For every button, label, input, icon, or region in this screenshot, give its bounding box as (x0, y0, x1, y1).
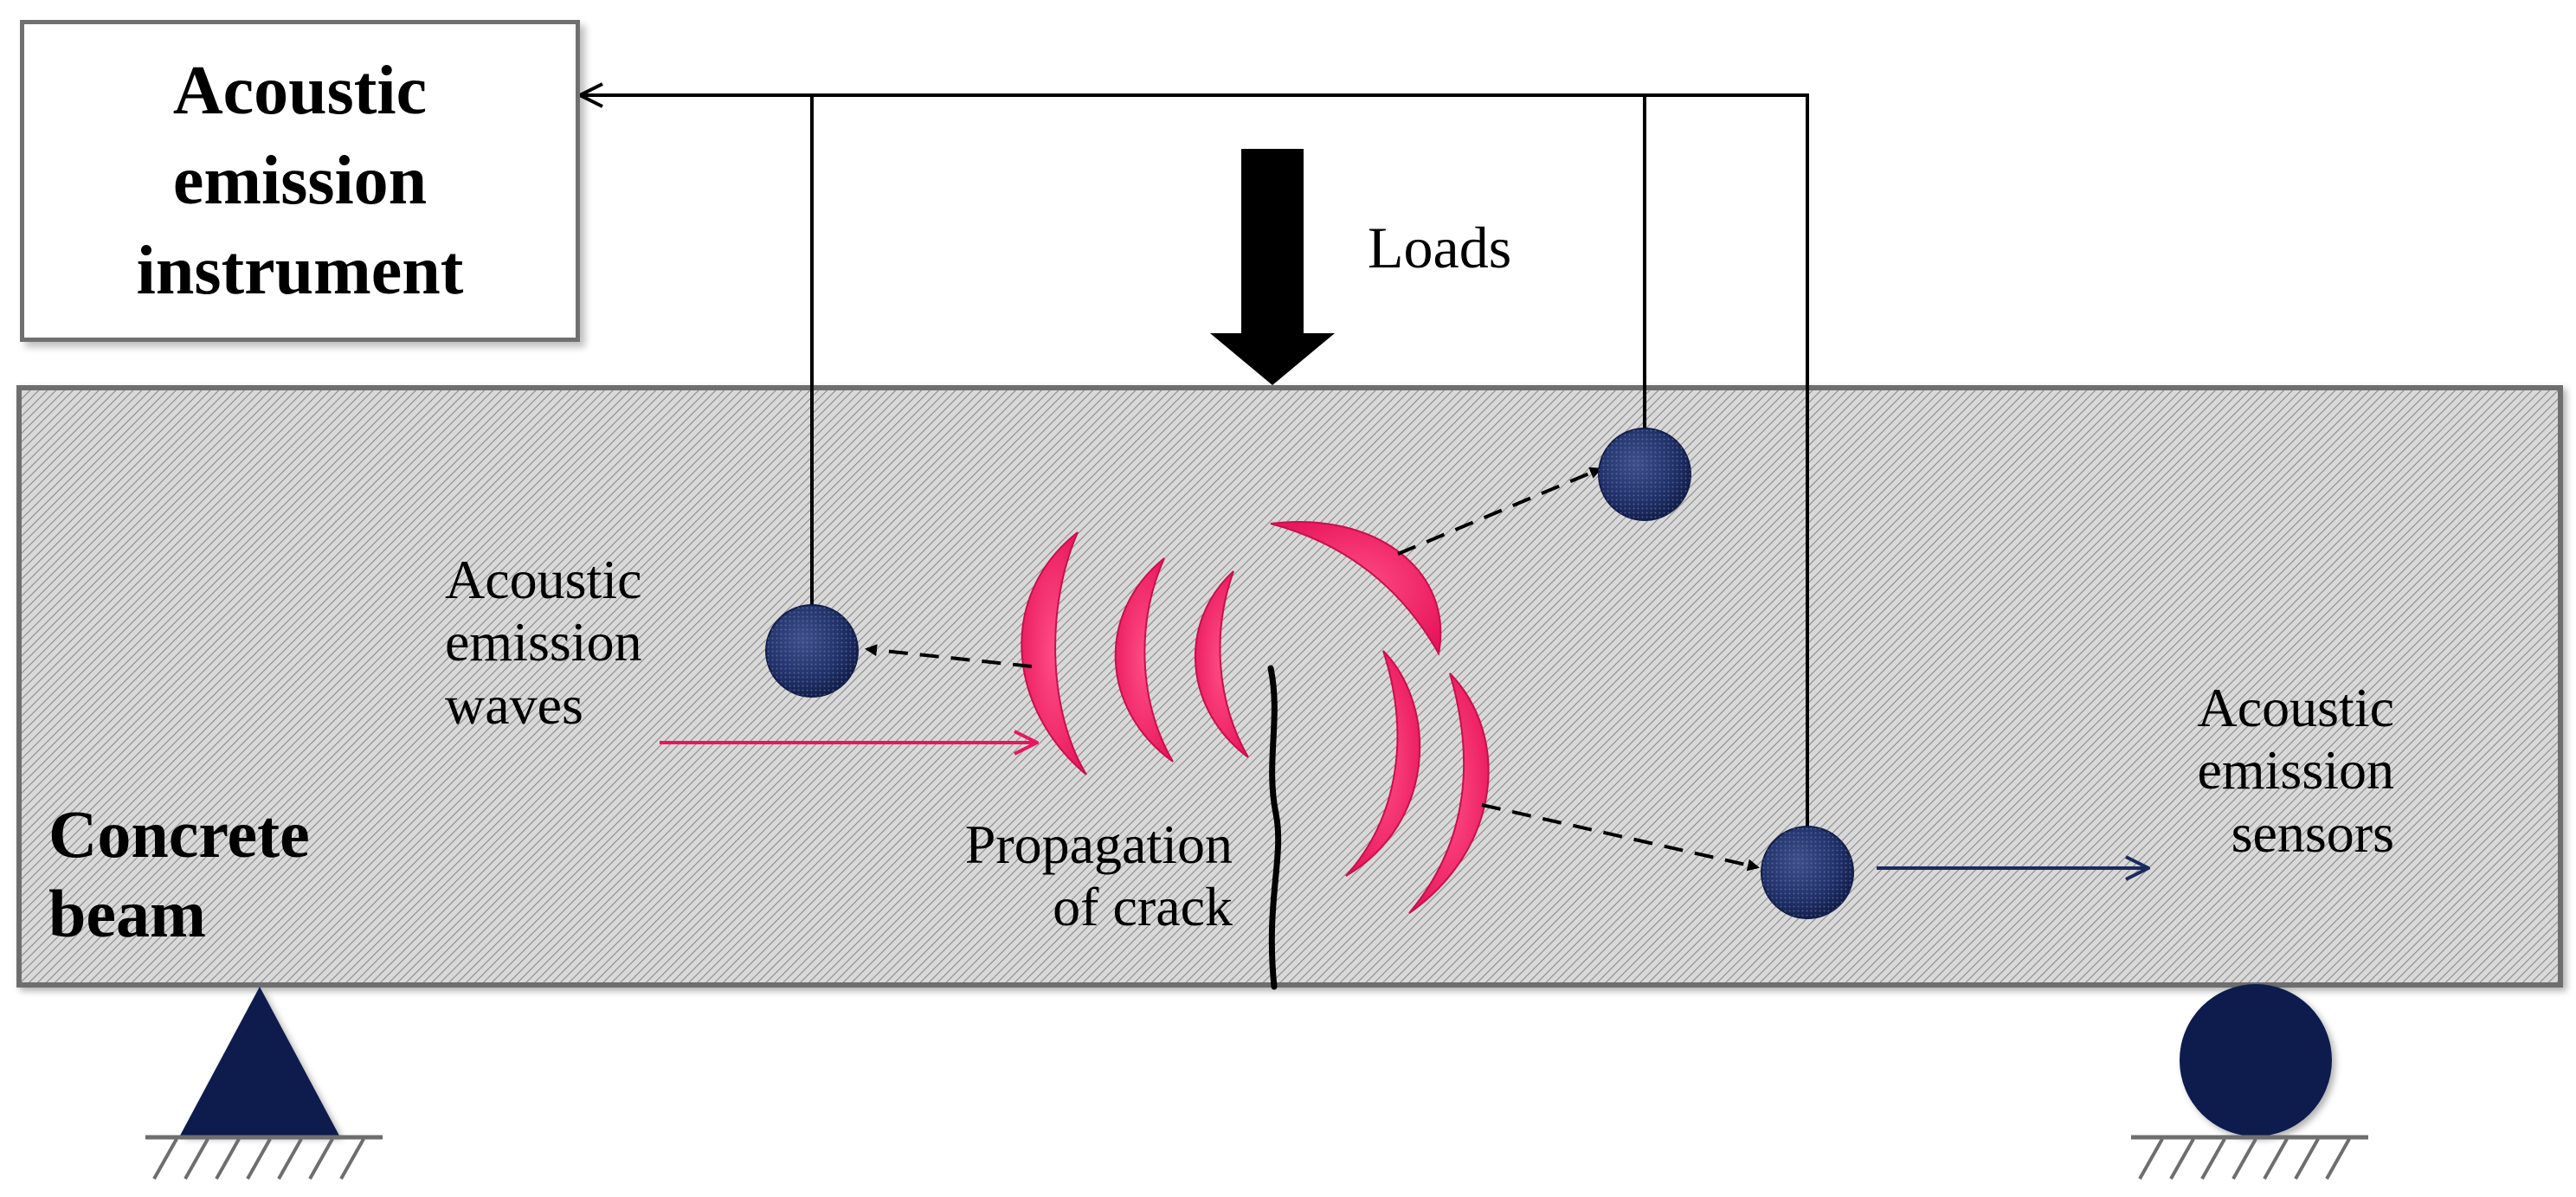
propagation-arrow-right (1481, 803, 1760, 872)
pin-support-triangle (180, 987, 339, 1136)
wave-arc-4 (1270, 521, 1442, 656)
sensors-label-line3: sensors (2231, 801, 2394, 864)
wave-arc-6 (1408, 673, 1490, 914)
sensor-left (765, 604, 859, 698)
sensors-label: Acoustic emission sensors (2095, 677, 2394, 865)
beam-label: Concrete beam (48, 795, 310, 954)
crack-label-line1: Propagation (964, 814, 1233, 875)
instrument-label-line3: instrument (136, 233, 464, 309)
emission-sensors (765, 428, 1854, 919)
load-arrow (1210, 149, 1335, 385)
propagation-arrow-left (865, 644, 1033, 668)
waves-label: Acoustic emission waves (445, 549, 642, 737)
sensor-right (1761, 826, 1854, 919)
sensor-wires (580, 95, 1809, 827)
concrete-beam (16, 385, 2563, 988)
emission-waves (1021, 521, 1490, 914)
waves-label-line2: emission (445, 611, 642, 673)
sensors-label-line1: Acoustic (2197, 677, 2395, 738)
crack-line (1267, 665, 1282, 990)
instrument-label-line1: Acoustic (172, 53, 428, 129)
load-arrow-head (1210, 333, 1335, 385)
loads-label: Loads (1368, 215, 1512, 280)
pin-support (145, 987, 383, 1180)
wave-arc-3 (1195, 570, 1249, 758)
roller-support-wheel (2180, 984, 2332, 1136)
propagation-arrows (865, 467, 1760, 872)
sensor-top (1598, 428, 1691, 521)
propagation-arrow-top (1397, 467, 1602, 556)
roller-support (2131, 984, 2368, 1180)
wave-arc-1 (1021, 531, 1087, 775)
sensors-label-line2: emission (2197, 739, 2394, 801)
crack-label-line2: of crack (1053, 876, 1233, 938)
roller-ground-hatch (2138, 1138, 2351, 1180)
crack-label: Propagation of crack (876, 814, 1233, 939)
waves-label-line1: Acoustic (445, 549, 642, 610)
instrument-label-line2: emission (172, 143, 428, 219)
wave-arc-5 (1345, 650, 1421, 877)
wave-arc-2 (1114, 557, 1174, 763)
pin-ground-hatch (152, 1138, 365, 1180)
waves-label-line3: waves (445, 673, 583, 736)
load-arrow-shaft (1241, 149, 1304, 339)
acoustic-emission-instrument: Acoustic emission instrument (20, 20, 580, 342)
beam-label-line2: beam (48, 876, 206, 952)
beam-label-line1: Concrete (48, 796, 310, 872)
